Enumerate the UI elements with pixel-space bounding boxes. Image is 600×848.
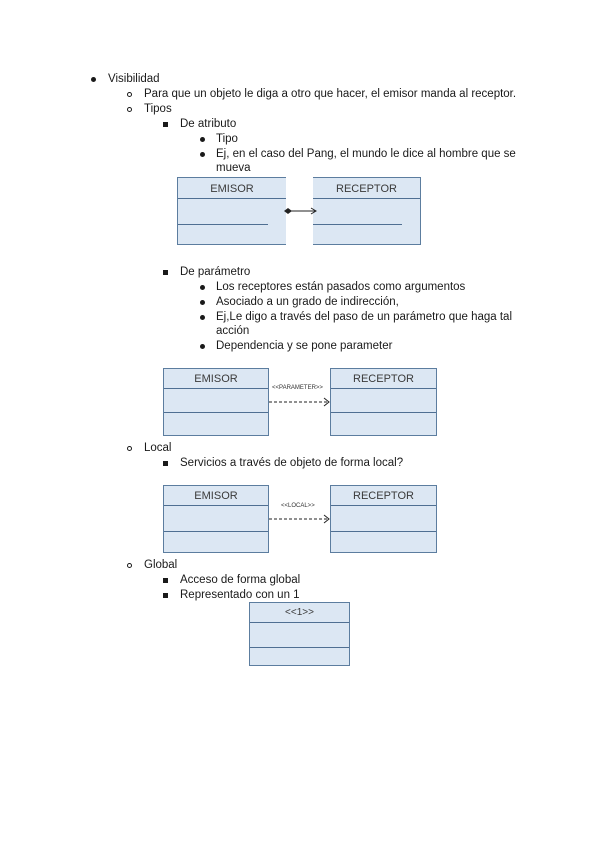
uml-class-name: RECEPTOR — [336, 183, 397, 195]
bullet-disc-icon — [200, 137, 205, 142]
text-ej-pang-line2: mueva — [216, 162, 251, 174]
uml-class-global: <<1>> — [249, 602, 350, 666]
uml-class-name: <<1>> — [285, 607, 314, 618]
text-ej-pang-line1: Ej, en el caso del Pang, el mundo le dic… — [216, 148, 516, 160]
text-ej-le-digo-line1: Ej,Le digo a través del paso de un parám… — [216, 311, 513, 323]
text-acceso-global: Acceso de forma global — [180, 574, 301, 586]
text-local: Local — [144, 442, 172, 454]
uml-class-emisor: EMISOR — [163, 368, 269, 436]
uml-divider — [250, 622, 349, 623]
text-de-parametro: De parámetro — [180, 266, 251, 278]
dependency-arrow-icon — [269, 397, 330, 407]
uml-class-name: EMISOR — [210, 183, 254, 195]
uml-class-name: EMISOR — [194, 373, 238, 385]
association-arrow-icon — [284, 207, 317, 215]
dependency-arrow-icon — [269, 514, 330, 524]
uml-divider — [331, 505, 436, 506]
uml-class-receptor: RECEPTOR — [330, 368, 437, 436]
bullet-circle-icon — [127, 563, 132, 568]
uml-divider — [164, 531, 268, 532]
bullet-circle-icon — [127, 446, 132, 451]
bullet-circle-icon — [127, 92, 132, 97]
bullet-square-icon — [163, 461, 168, 466]
uml-divider — [164, 412, 268, 413]
bullet-square-icon — [163, 593, 168, 598]
uml-divider — [250, 647, 349, 648]
uml-divider — [331, 412, 436, 413]
bullet-square-icon — [163, 578, 168, 583]
uml-class-receptor: RECEPTOR — [330, 485, 437, 553]
bullet-disc-icon — [200, 315, 205, 320]
bullet-square-icon — [163, 122, 168, 127]
uml-class-receptor: RECEPTOR — [313, 177, 421, 245]
bullet-disc-icon — [200, 300, 205, 305]
uml-class-emisor: EMISOR — [163, 485, 269, 553]
bullet-square-icon — [163, 270, 168, 275]
uml-divider — [313, 224, 402, 225]
bullet-circle-icon — [127, 107, 132, 112]
stereotype-label: <<LOCAL>> — [281, 503, 315, 509]
uml-divider — [164, 388, 268, 389]
uml-class-name: RECEPTOR — [353, 373, 414, 385]
heading-visibilidad: Visibilidad — [108, 73, 160, 85]
text-servicios-local: Servicios a través de objeto de forma lo… — [180, 457, 404, 469]
bullet-disc-icon — [200, 344, 205, 349]
uml-divider — [164, 505, 268, 506]
uml-divider — [331, 388, 436, 389]
text-tipo: Tipo — [216, 133, 238, 145]
uml-class-name: RECEPTOR — [353, 490, 414, 502]
bullet-disc-icon — [91, 77, 96, 82]
uml-divider — [331, 531, 436, 532]
text-receptores-pasados: Los receptores están pasados como argume… — [216, 281, 466, 293]
bullet-disc-icon — [200, 285, 205, 290]
stereotype-label: <<PARAMETER>> — [272, 385, 323, 391]
uml-divider — [178, 198, 286, 199]
uml-class-name: EMISOR — [194, 490, 238, 502]
uml-divider — [178, 224, 268, 225]
text-dependencia: Dependencia y se pone parameter — [216, 340, 393, 352]
text-para-que: Para que un objeto le diga a otro que ha… — [144, 88, 517, 100]
text-tipos: Tipos — [144, 103, 172, 115]
text-ej-le-digo-line2: acción — [216, 325, 250, 337]
text-representado: Representado con un 1 — [180, 589, 300, 601]
bullet-disc-icon — [200, 152, 205, 157]
uml-divider — [313, 198, 420, 199]
text-global: Global — [144, 559, 178, 571]
text-de-atributo: De atributo — [180, 118, 237, 130]
text-asociado: Asociado a un grado de indirección, — [216, 296, 399, 308]
uml-class-emisor: EMISOR — [177, 177, 286, 245]
